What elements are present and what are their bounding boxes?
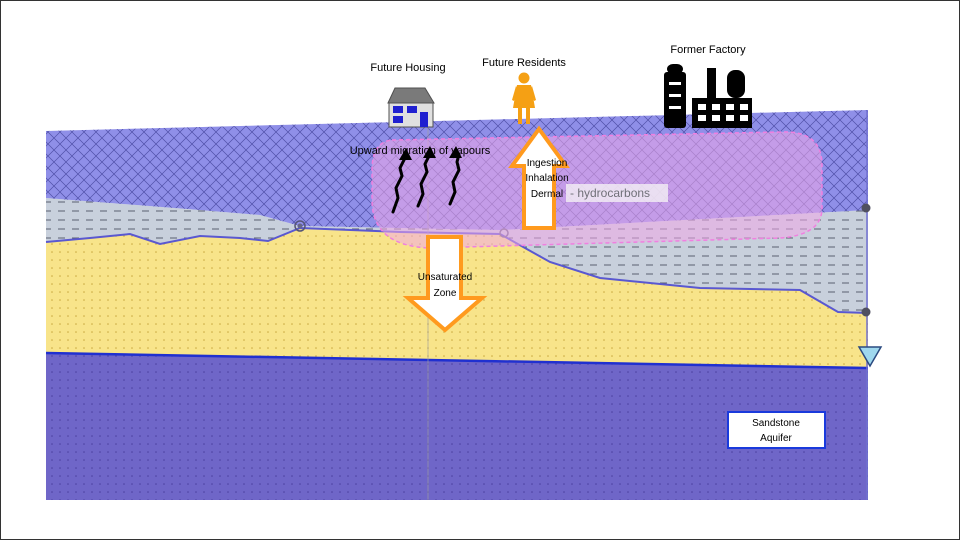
unsaturated-zone-label: Unsaturated: [418, 272, 472, 283]
aquifer-label-2: Aquifer: [760, 433, 792, 444]
upward-migration-label: Upward migration of vapours: [350, 145, 491, 157]
aquifer-label: Sandstone: [752, 418, 800, 429]
contaminant-label: - hydrocarbons: [570, 186, 650, 200]
control-point[interactable]: [861, 307, 871, 317]
unsaturated-zone-label-2: Zone: [434, 288, 457, 299]
vapour-arrows: [391, 152, 461, 214]
person-icon: [512, 72, 536, 124]
aquifer-layer: [46, 353, 868, 500]
control-point[interactable]: [294, 220, 306, 232]
pathway-ingestion-label: Ingestion: [527, 158, 568, 169]
exposure-pathway-arrow: [508, 125, 570, 230]
water-table-line: [45, 351, 869, 370]
pathway-inhalation-label: Inhalation: [525, 173, 568, 184]
factory-icon: [664, 64, 752, 128]
downward-migration-arrow: [402, 235, 488, 333]
vapour-arrowheads: [399, 146, 462, 160]
former-factory-label: Former Factory: [670, 44, 746, 56]
aquifer-label-box: [727, 411, 826, 449]
sand-boundary-line: [45, 226, 869, 314]
control-point[interactable]: [297, 223, 303, 229]
control-point[interactable]: [861, 203, 871, 213]
house-icon: [387, 87, 435, 128]
future-housing-label: Future Housing: [370, 62, 445, 74]
pathway-dermal-label: Dermal: [531, 189, 563, 200]
water-table-marker-icon: [857, 346, 883, 368]
contaminant-label-bg: [566, 184, 668, 202]
future-residents-label: Future Residents: [482, 57, 566, 69]
